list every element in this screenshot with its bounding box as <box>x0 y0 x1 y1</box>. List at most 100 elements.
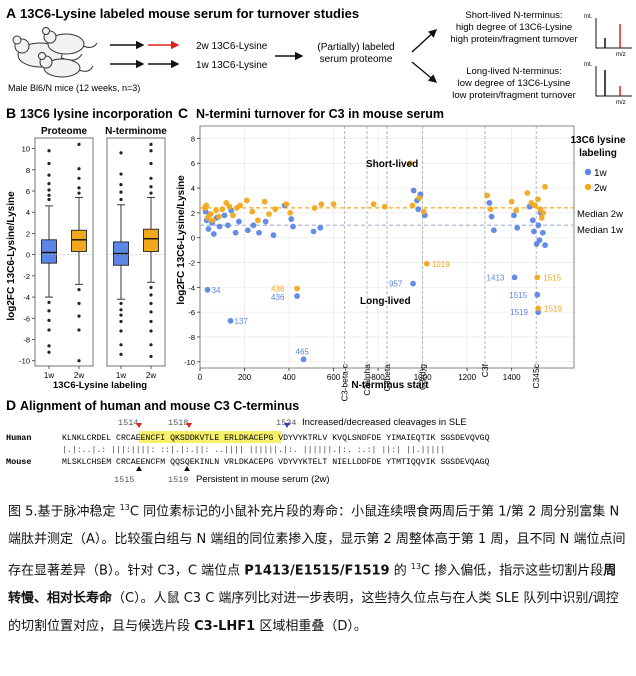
b-0-1w-outlier-2 <box>47 188 51 192</box>
alignment-match-line: |.|:..|.: |||:||||: ::|.|:.||: ..|||| ||… <box>62 445 445 455</box>
caption-bold-sites: P1413/E1515/F1519 <box>244 563 390 579</box>
c-point-2w-19 <box>283 201 290 208</box>
c-point-1w-14 <box>227 317 234 324</box>
panel-c-label: C <box>178 105 188 121</box>
b-1-1w-outlier-4 <box>119 151 123 155</box>
c-point-2w-18 <box>272 206 279 213</box>
legend-label-1w: 1w <box>594 168 608 179</box>
c-point-2w-44 <box>534 274 541 281</box>
c-point-1w-40 <box>529 217 536 224</box>
short-line-3: high protein/fragment turnover <box>450 34 577 45</box>
persistent-marker-1515 <box>136 466 142 471</box>
b-1-2w-outlier-11 <box>149 329 153 333</box>
c-point-1w-37 <box>514 224 521 231</box>
c-xtick-label-7: 1400 <box>503 373 521 382</box>
c-point-1w-12 <box>236 218 242 225</box>
cleavage-marker-1534 <box>284 423 290 428</box>
short-lived-description: Short-lived N-terminus: high degree of 1… <box>450 10 577 45</box>
spec-short-y: Int. <box>584 14 593 20</box>
b-0-1w-outlier-5 <box>47 161 51 166</box>
b-0-1w-outlier-9 <box>47 318 51 322</box>
cleavage-marker-1514 <box>136 423 142 428</box>
b-0-1w-box <box>41 239 57 264</box>
human-seq-pre: KLNKLCRDEL CRCA <box>62 434 136 443</box>
b-1-1w-outlier-5 <box>119 301 123 306</box>
pos-1515: 1515 <box>114 475 134 485</box>
c-point-2w-28 <box>409 202 416 209</box>
arm-2w-label: 2w 13C6-Lysine <box>196 41 268 52</box>
b-1-2w-outlier-10 <box>149 319 153 324</box>
b-1-2w-outlier-4 <box>149 149 153 153</box>
panel-c-ylabel: log2FC 13C6-Lysine/Lysine <box>176 175 187 305</box>
proteome-label-1: (Partially) labeled <box>317 42 394 53</box>
c-ytick-label-4: 0 <box>191 234 195 243</box>
b-1-1w-xtick-label: 1w <box>116 371 126 380</box>
c-point-2w-13 <box>243 197 250 204</box>
caption-part-4: C 掺入偏低，指示这些切割片段 <box>421 563 604 579</box>
human-seq-post: LDKACEPG VDYVYKTRLV KVQLSNDFDE YIMAIEQTI… <box>234 434 490 443</box>
c-point-2w-38 <box>532 202 538 209</box>
short-lived-annotation: Short-lived <box>366 159 418 170</box>
mouse-label: Mouse <box>6 457 32 467</box>
b-ytick-label-3: 4 <box>26 208 30 217</box>
panel-c-median-lines <box>200 207 574 226</box>
c-domain-label-3: C3(d)g <box>418 364 428 390</box>
c-point-1w-15 <box>244 227 251 234</box>
c-point-1w-9 <box>224 222 231 229</box>
arrow-to-long <box>411 61 438 83</box>
c-xtick-label-1: 200 <box>238 373 252 382</box>
c-ytick-label-8: -8 <box>188 333 195 342</box>
b-0-1w-outlier-8 <box>47 309 51 313</box>
b-0-2w-outlier-0 <box>77 191 81 195</box>
panel-b-sub-nterminome: N-terminome <box>105 126 167 137</box>
c-point-1w-25 <box>310 228 317 235</box>
c-point-1w-35 <box>490 227 497 234</box>
b-ytick-label-2: 6 <box>26 187 30 196</box>
c-point-1w-13 <box>204 286 211 293</box>
c-point-2w-15 <box>254 217 261 224</box>
long-lived-annotation: Long-lived <box>360 296 411 307</box>
c-point-2w-17 <box>266 211 272 218</box>
sle-note: Increased/decreased cleavages in SLE <box>302 417 467 428</box>
panel-c-title: N-termini turnover for C3 in mouse serum <box>196 107 444 121</box>
panel-b-sub-proteome: Proteome <box>41 126 88 137</box>
b-0-2w-outlier-2 <box>77 176 81 180</box>
c-point-1w-38 <box>511 274 518 281</box>
c-point-label-4: 465 <box>296 347 310 356</box>
c-ytick-label-2: 4 <box>191 184 195 193</box>
c-ytick-label-9: -10 <box>184 358 195 367</box>
b-ytick-label-8: -6 <box>23 314 30 323</box>
legend-swatch-1w <box>584 168 592 176</box>
c-point-1w-46 <box>539 229 546 236</box>
b-0-2w-outlier-7 <box>77 314 81 318</box>
c-point-1w-21 <box>288 216 295 222</box>
b-ytick-label-1: 8 <box>26 166 30 175</box>
c-point-2w-4 <box>210 217 216 224</box>
c-ytick-label-0: 8 <box>191 134 195 143</box>
panel-c: C N-termini turnover for C3 in mouse ser… <box>176 105 626 401</box>
figure: A 13C6-Lysine labeled mouse serum for tu… <box>6 5 632 485</box>
panel-a-label: A <box>6 5 16 21</box>
c-xtick-label-2: 400 <box>282 373 296 382</box>
pos-1514: 1514 <box>118 418 138 428</box>
c-point-1w-7 <box>216 223 223 230</box>
b-1-2w-outlier-7 <box>149 293 153 297</box>
b-0-2w-outlier-9 <box>77 359 81 363</box>
c-point-2w-34 <box>508 198 515 205</box>
arrow-to-short <box>411 29 438 53</box>
c-domain-label-5: C345c <box>531 363 541 388</box>
caption-sup-2: 13 <box>410 562 422 572</box>
panel-d-title: Alignment of human and mouse C3 C-termin… <box>20 399 299 413</box>
arm-1w-label: 1w 13C6-Lysine <box>196 60 268 71</box>
b-1-1w-outlier-0 <box>119 197 123 202</box>
c-ytick-label-5: -2 <box>188 259 195 268</box>
panel-b-frame-nterminome <box>106 137 166 367</box>
c-point-2w-33 <box>487 206 494 213</box>
c-point-label-2: 436 <box>271 285 285 294</box>
c-point-2w-24 <box>330 201 337 208</box>
mice-caption: Male Bl6/N mice (12 weeks, n=3) <box>8 83 140 93</box>
spec-long-y: Int. <box>584 62 593 68</box>
